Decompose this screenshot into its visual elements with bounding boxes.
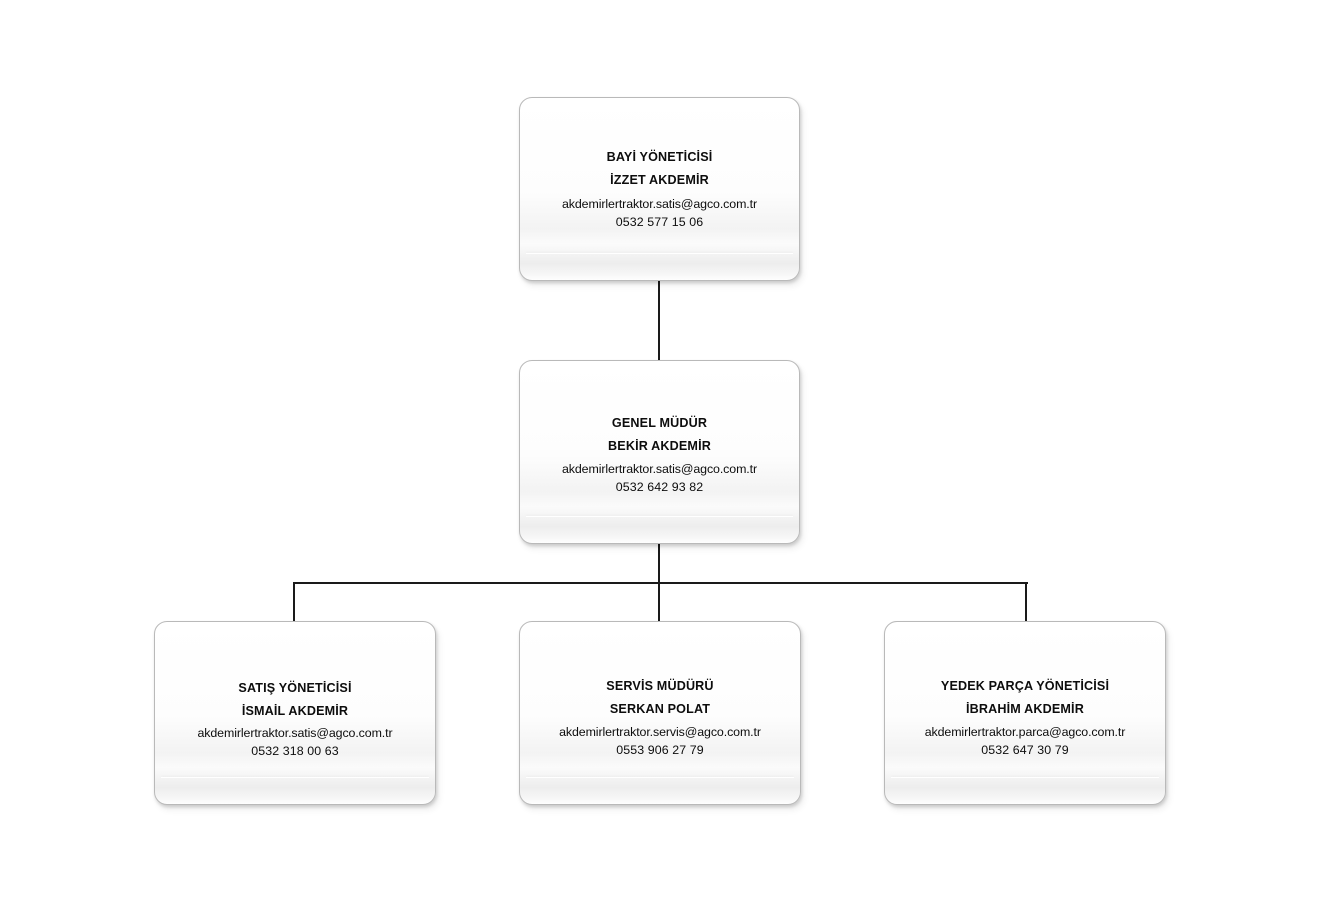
node-phone: 0532 647 30 79: [981, 743, 1069, 757]
node-email: akdemirlertraktor.satis@agco.com.tr: [562, 462, 757, 476]
node-person: BEKİR AKDEMİR: [608, 439, 711, 453]
connector-drop-servis: [658, 582, 660, 621]
node-person: SERKAN POLAT: [609, 702, 711, 716]
org-node-servis-muduru[interactable]: SERVİS MÜDÜRÜ SERKAN POLAT akdemirlertra…: [519, 621, 801, 805]
node-role: BAYİ YÖNETİCİSİ: [606, 150, 713, 164]
node-phone: 0532 577 15 06: [615, 215, 704, 229]
org-node-genel-mudur[interactable]: GENEL MÜDÜR BEKİR AKDEMİR akdemirlertrak…: [519, 360, 800, 544]
node-email: akdemirlertraktor.satis@agco.com.tr: [562, 197, 757, 211]
org-node-satis-yoneticisi[interactable]: SATIŞ YÖNETİCİSİ İSMAİL AKDEMİR akdemirl…: [154, 621, 436, 805]
connector-drop-satis: [293, 582, 295, 621]
node-phone: 0532 318 00 63: [251, 744, 339, 758]
node-email: akdemirlertraktor.satis@agco.com.tr: [197, 726, 393, 740]
node-role: SERVİS MÜDÜRÜ: [606, 679, 714, 693]
node-phone: 0532 642 93 82: [615, 480, 704, 494]
node-role: SATIŞ YÖNETİCİSİ: [238, 681, 352, 695]
node-email: akdemirlertraktor.parca@agco.com.tr: [924, 725, 1126, 739]
node-person: İBRAHİM AKDEMİR: [966, 702, 1084, 716]
connector-drop-parca: [1025, 582, 1027, 621]
node-email: akdemirlertraktor.servis@agco.com.tr: [559, 725, 761, 739]
node-phone: 0553 906 27 79: [616, 743, 704, 757]
org-node-bayi-yoneticisi[interactable]: BAYİ YÖNETİCİSİ İZZET AKDEMİR akdemirler…: [519, 97, 800, 281]
connector-bayi-to-genel: [658, 281, 660, 363]
connector-genel-stem: [658, 543, 660, 584]
org-node-yedek-parca-yoneticisi[interactable]: YEDEK PARÇA YÖNETİCİSİ İBRAHİM AKDEMİR a…: [884, 621, 1166, 805]
node-role: YEDEK PARÇA YÖNETİCİSİ: [940, 679, 1110, 693]
node-role: GENEL MÜDÜR: [611, 416, 708, 430]
node-person: İSMAİL AKDEMİR: [241, 704, 349, 718]
connector-horizontal-bus: [294, 582, 1028, 584]
node-person: İZZET AKDEMİR: [610, 173, 709, 187]
